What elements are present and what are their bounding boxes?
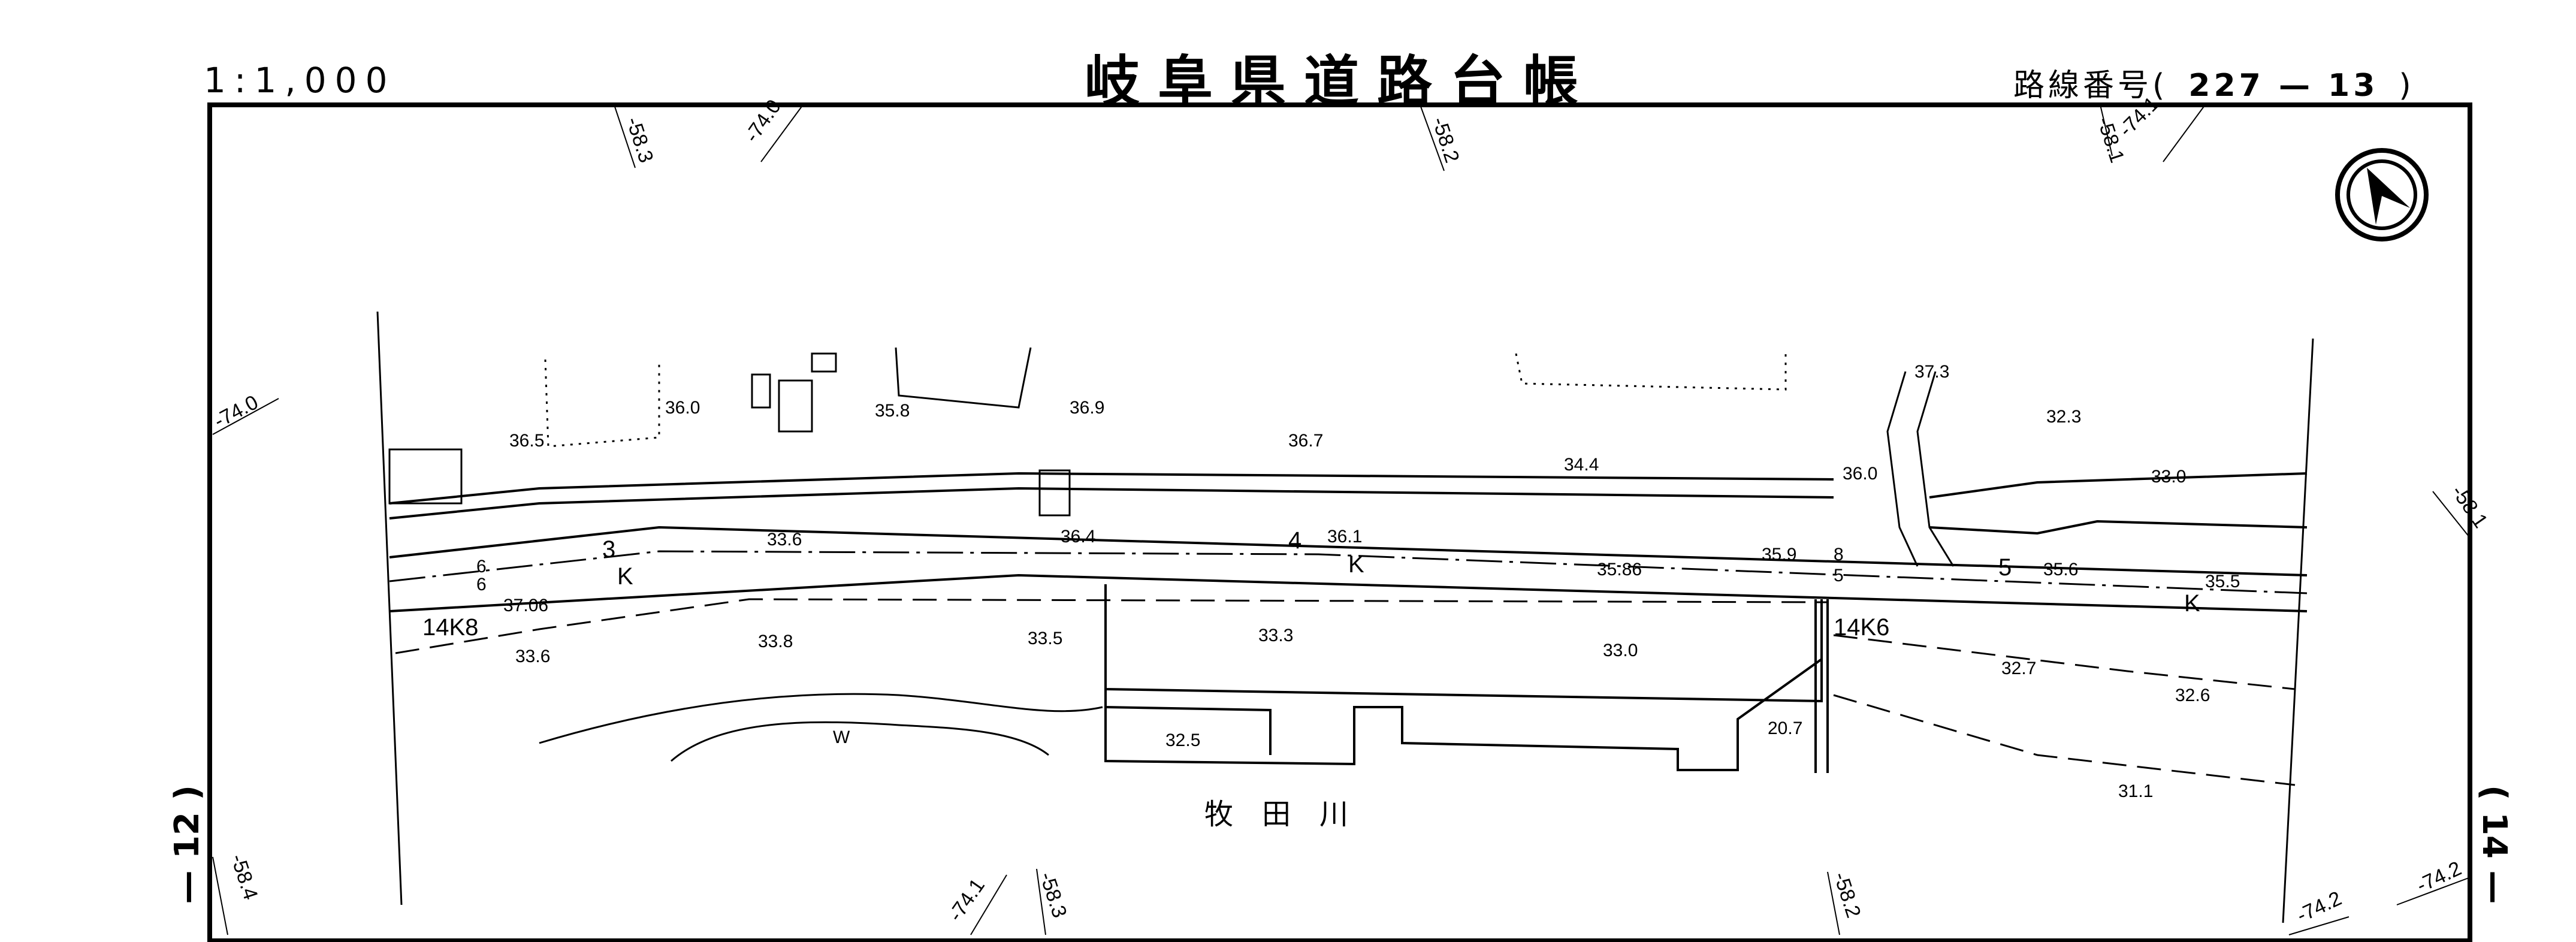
map-frame	[207, 102, 2472, 942]
elevation-label: 33.6	[767, 530, 802, 550]
road-width-label: 6	[476, 575, 487, 594]
grid-label-right: -74.2	[2413, 857, 2465, 897]
elevation-label: 33.5	[1028, 629, 1062, 648]
elevation-label: 35.8	[875, 401, 910, 421]
elevation-label: 37.3	[1914, 362, 1949, 382]
map-scale: 1:1,000	[204, 60, 396, 101]
station-label: 3	[602, 536, 615, 563]
station-label: 4	[1288, 527, 1301, 554]
road-centerline	[389, 550, 2308, 594]
elevation-label: 35.86	[1597, 560, 1642, 579]
station-label: 5	[1998, 554, 2012, 581]
parcel-boundary	[544, 359, 660, 448]
buildings	[388, 347, 1071, 517]
embankment-lines	[395, 598, 2296, 786]
river-bank-inner	[671, 721, 1049, 762]
elevation-label: 31.1	[2118, 781, 2153, 801]
elevation-label: 33.0	[2151, 467, 2186, 487]
grid-label-bottom: -58.4	[226, 852, 262, 902]
grid-label-bottom: -74.2	[2293, 887, 2345, 927]
elevation-label: 36.9	[1070, 398, 1104, 418]
grid-lines	[212, 104, 2469, 935]
elevation-label: 32.3	[2046, 407, 2081, 427]
elevation-label: 32.5	[1165, 730, 1200, 750]
elevation-label: 32.7	[2001, 659, 2036, 678]
elevation-label: 36.5	[509, 431, 544, 451]
elevation-label: 33.8	[758, 632, 793, 651]
channel	[1929, 472, 2308, 535]
elevation-label: 20.7	[1768, 718, 1802, 738]
elevation-label: 35.9	[1762, 545, 1796, 564]
km-post-label: 14K6	[1834, 614, 1889, 641]
north-arrow-icon	[2335, 148, 2429, 241]
road-marker-k: K	[617, 563, 633, 590]
elevation-label: 36.7	[1288, 431, 1323, 451]
river-bank	[539, 693, 1103, 744]
elevation-label: 33.0	[1603, 641, 1638, 660]
road-width-label: 6	[476, 557, 487, 576]
elevation-label: 33.6	[515, 647, 550, 666]
elevation-label: 33.3	[1258, 626, 1293, 645]
grid-label-bottom: -58.2	[1829, 869, 1865, 920]
road-edges	[389, 472, 2308, 612]
route-number: 路線番号( 227 — 13)	[2013, 60, 2415, 105]
water-label: W	[833, 727, 850, 747]
survey-boundary-right	[2282, 338, 2314, 923]
stream	[1886, 371, 1955, 567]
elevation-label: 36.0	[1843, 464, 1877, 484]
elevation-label: 35.5	[2205, 572, 2240, 591]
road-width-label: 8	[1834, 545, 1844, 564]
grid-label-right: -58.1	[2447, 481, 2492, 532]
grid-label-left: -74.0	[210, 391, 262, 433]
road-marker-k: K	[1348, 551, 1364, 578]
route-number-value: 227 — 13	[2188, 68, 2379, 104]
elevation-label: 36.0	[665, 398, 700, 418]
road-marker-k: K	[2184, 590, 2200, 617]
road-width-label: 5	[1834, 566, 1844, 585]
elevation-label: 34.4	[1564, 455, 1599, 475]
route-close: )	[2399, 68, 2415, 104]
river-name: 牧 田 川	[1204, 798, 1348, 831]
elevation-label: 37.06	[503, 596, 548, 615]
elevation-label: 32.6	[2175, 686, 2210, 705]
parcel-boundary-2	[1515, 353, 1787, 391]
elevation-label: 35.6	[2043, 560, 2078, 579]
km-post-label: 14K8	[422, 614, 478, 641]
grid-label-bottom: -74.1	[944, 874, 989, 925]
survey-boundary-left	[376, 311, 403, 905]
grid-label-top: -58.3	[621, 114, 657, 165]
adjacent-sheet-right[interactable]: ( 14 —	[2475, 785, 2514, 904]
bridge-structure	[1104, 584, 1829, 773]
route-label: 路線番号(	[2013, 68, 2169, 104]
elevation-label: 36.4	[1061, 527, 1095, 547]
elevation-label: 36.1	[1327, 527, 1362, 547]
grid-label-top: -74.1	[2115, 92, 2164, 141]
elevation-points: 36.5 36.0 35.8 36.9 36.7 34.4 37.3 32.3 …	[503, 362, 2240, 801]
